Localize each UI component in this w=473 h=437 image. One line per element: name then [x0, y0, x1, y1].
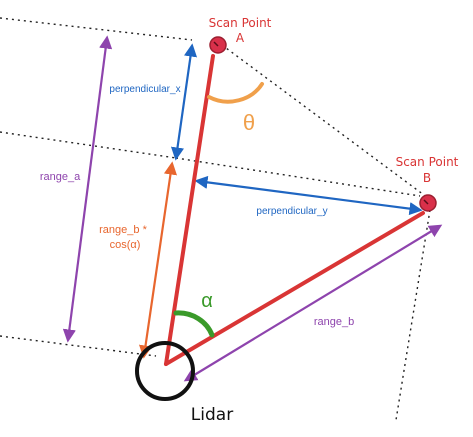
- scan-point-a-marker: [209, 36, 227, 54]
- theta-label: θ: [243, 110, 255, 135]
- guide-line-bottom: [0, 335, 157, 357]
- perpendicular-y-arrow: [194, 175, 423, 216]
- scan-point-b-title: Scan Point: [396, 155, 459, 169]
- scan-point-b-letter: B: [423, 171, 431, 185]
- lidar-icon: [135, 341, 195, 401]
- guide-line-a-to-b: [221, 44, 429, 199]
- theta-angle-arc: [207, 82, 264, 104]
- scan-point-a-letter: A: [236, 31, 245, 45]
- range-b-cos-label-line1: range_b *: [99, 224, 147, 236]
- range-b-label: range_b: [314, 316, 354, 328]
- guide-line-middle-left: [0, 131, 177, 159]
- range-b-cos-arrow: [138, 161, 178, 359]
- guide-line-top: [0, 17, 193, 41]
- range-b-arrow: [183, 224, 443, 382]
- perpendicular-y-label: perpendicular_y: [256, 206, 327, 217]
- range-a-arrow: [62, 35, 113, 343]
- alpha-angle-arc: [173, 310, 215, 338]
- lidar-label: Lidar: [191, 405, 233, 425]
- beam-to-scan-point-b: [164, 211, 425, 366]
- guide-lines: [0, 17, 431, 421]
- scan-point-a-title: Scan Point: [209, 16, 272, 30]
- range-a-label: range_a: [40, 171, 81, 183]
- alpha-label: α: [201, 290, 213, 312]
- beam-to-scan-point-a: [164, 54, 215, 366]
- scan-point-b-marker: [419, 194, 437, 212]
- perpendicular-x-label: perpendicular_x: [109, 84, 180, 95]
- range-b-cos-label-line2: cos(α): [110, 239, 141, 251]
- guide-line-middle-right: [175, 157, 421, 197]
- perpendicular-x-arrow: [170, 43, 198, 161]
